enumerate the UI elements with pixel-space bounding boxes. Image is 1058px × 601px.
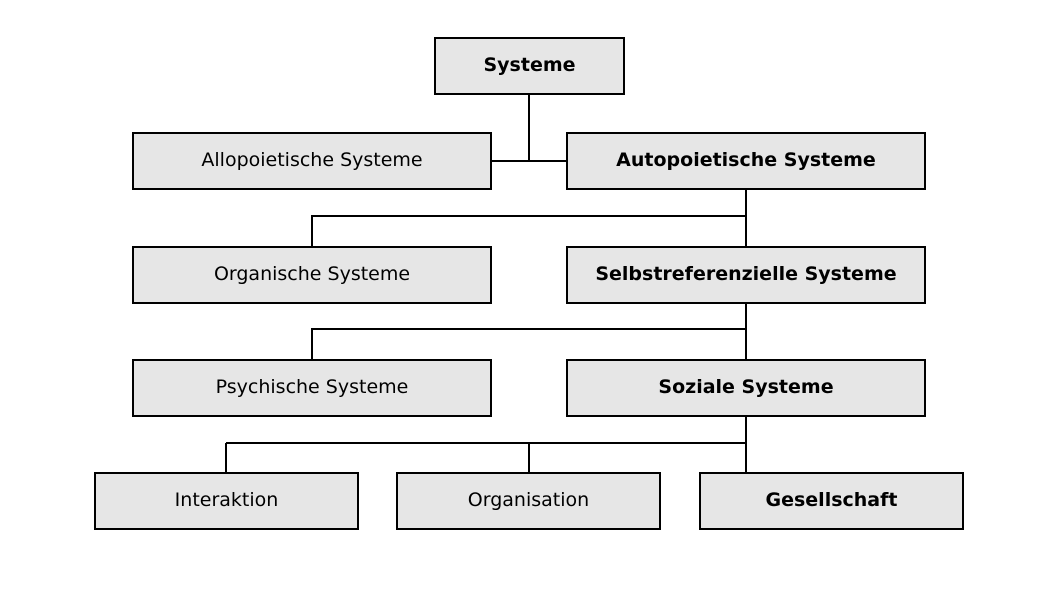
node-soziale-systeme[interactable]: Soziale Systeme [566, 359, 926, 417]
node-label-interaktion: Interaktion [174, 489, 279, 512]
node-psychische-systeme[interactable]: Psychische Systeme [132, 359, 492, 417]
node-label-autopoietische-systeme: Autopoietische Systeme [616, 149, 876, 172]
node-label-soziale-systeme: Soziale Systeme [658, 376, 834, 399]
node-organisation[interactable]: Organisation [396, 472, 661, 530]
node-autopoietische-systeme[interactable]: Autopoietische Systeme [566, 132, 926, 190]
node-label-systeme: Systeme [483, 54, 576, 77]
node-label-selbstreferenzielle-systeme: Selbstreferenzielle Systeme [595, 263, 897, 286]
node-gesellschaft[interactable]: Gesellschaft [699, 472, 964, 530]
node-label-psychische-systeme: Psychische Systeme [215, 376, 409, 399]
node-systeme[interactable]: Systeme [434, 37, 625, 95]
node-allopoietische-systeme[interactable]: Allopoietische Systeme [132, 132, 492, 190]
node-label-gesellschaft: Gesellschaft [765, 489, 898, 512]
node-organische-systeme[interactable]: Organische Systeme [132, 246, 492, 304]
node-interaktion[interactable]: Interaktion [94, 472, 359, 530]
edge-selbstreferenzielle-to-psychische [311, 328, 746, 359]
edge-systeme-to-row1 [492, 95, 566, 162]
node-label-organisation: Organisation [467, 489, 590, 512]
node-label-organische-systeme: Organische Systeme [213, 263, 411, 286]
node-label-allopoietische-systeme: Allopoietische Systeme [201, 149, 423, 172]
node-selbstreferenzielle-systeme[interactable]: Selbstreferenzielle Systeme [566, 246, 926, 304]
edge-autopoietische-to-organische [311, 215, 746, 246]
